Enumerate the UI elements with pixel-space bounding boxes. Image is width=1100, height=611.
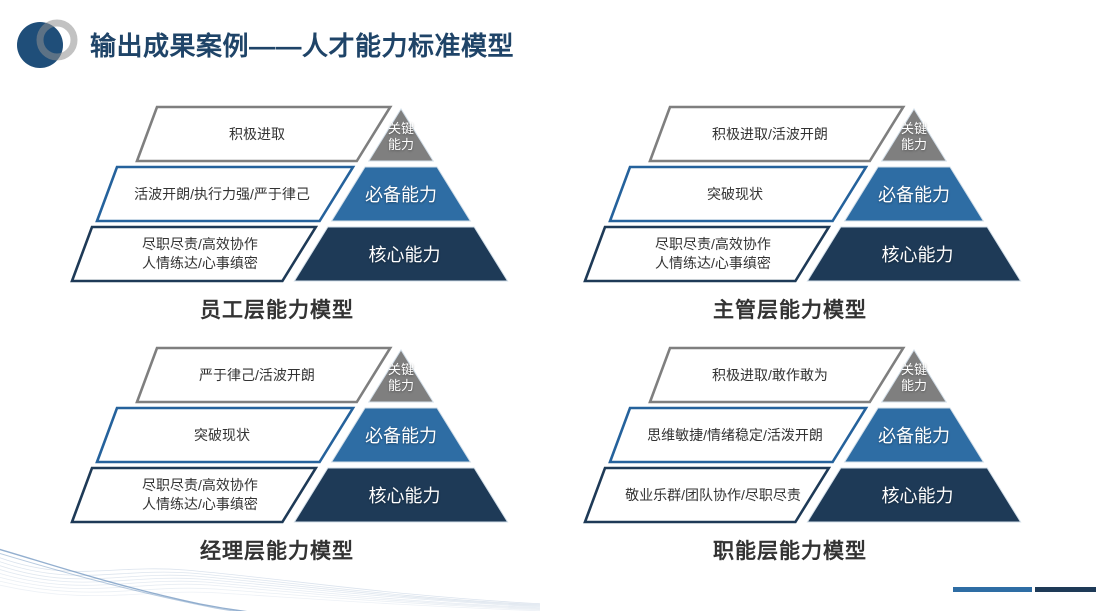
pyramid-graphic	[70, 346, 509, 524]
row-line: 思维敏捷/情绪稳定/活泼开朗	[647, 426, 823, 443]
core-ability-label: 核心能力	[881, 486, 954, 506]
key-label-line: 关键	[387, 362, 414, 377]
pyramid-function: 积极进取/敢作敢为 思维敏捷/情绪稳定/活泼开朗 敬业乐群/团队协作/尽职尽责 …	[580, 345, 1040, 571]
row-core-text: 尽职尽责/高效协作人情练达/心事缜密	[85, 227, 315, 281]
row-line: 敬业乐群/团队协作/尽职尽责	[625, 486, 801, 503]
row-required-text: 活波开朗/执行力强/严于律己	[107, 167, 337, 221]
pyramid-graphic	[70, 105, 509, 283]
key-ability-label: 关键能力	[884, 114, 944, 160]
footer-accent-navy	[1035, 587, 1096, 592]
key-label-line: 关键	[900, 121, 927, 136]
row-line: 突破现状	[194, 426, 250, 443]
slide-header: 输出成果案例——人才能力标准模型	[0, 0, 1100, 90]
key-ability-label: 关键能力	[371, 114, 431, 160]
required-ability-label: 必备能力	[878, 185, 950, 205]
pyramid-caption: 职能层能力模型	[713, 540, 867, 563]
required-ability-label: 必备能力	[365, 185, 437, 205]
core-ability-label: 核心能力	[368, 486, 441, 506]
key-label-line: 能力	[900, 378, 927, 393]
row-line: 人情练达/心事缜密	[142, 496, 258, 512]
pyramid-employee: 积极进取 活波开朗/执行力强/严于律己 尽职尽责/高效协作人情练达/心事缜密 关…	[67, 104, 527, 330]
row-line: 严于律己/活波开朗	[199, 366, 315, 383]
pyramid-caption: 主管层能力模型	[713, 299, 867, 322]
key-label-line: 关键	[900, 362, 927, 377]
key-label-line: 能力	[387, 137, 414, 152]
row-key-text: 严于律己/活波开朗	[142, 348, 372, 402]
row-line: 积极进取/敢作敢为	[712, 366, 828, 383]
row-line: 尽职尽责/高效协作	[655, 236, 771, 252]
row-line: 活波开朗/执行力强/严于律己	[134, 185, 310, 202]
row-line: 积极进取/活波开朗	[712, 125, 828, 142]
core-ability-label: 核心能力	[368, 245, 441, 265]
pyramid-manager: 严于律己/活波开朗 突破现状 尽职尽责/高效协作人情练达/心事缜密 关键能力 必…	[67, 345, 527, 571]
page-title: 输出成果案例——人才能力标准模型	[90, 31, 515, 61]
overlapping-circles-logo-icon	[17, 19, 78, 68]
row-required-text: 思维敏捷/情绪稳定/活泼开朗	[620, 408, 850, 462]
key-label-line: 能力	[387, 378, 414, 393]
key-ability-label: 关键能力	[371, 355, 431, 401]
row-line: 积极进取	[229, 125, 285, 142]
row-line: 人情练达/心事缜密	[655, 255, 771, 271]
wave-decoration	[0, 548, 540, 611]
row-core-text: 敬业乐群/团队协作/尽职尽责	[598, 468, 828, 522]
required-ability-label: 必备能力	[878, 426, 950, 446]
row-required-text: 突破现状	[107, 408, 337, 462]
row-line: 尽职尽责/高效协作	[142, 477, 258, 493]
key-label-line: 能力	[900, 137, 927, 152]
pyramid-graphic	[583, 105, 1022, 283]
row-required-text: 突破现状	[620, 167, 850, 221]
row-line: 突破现状	[707, 185, 763, 202]
row-key-text: 积极进取	[142, 107, 372, 161]
row-line: 人情练达/心事缜密	[142, 255, 258, 271]
key-ability-label: 关键能力	[884, 355, 944, 401]
footer-accent-blue	[953, 587, 1032, 592]
row-core-text: 尽职尽责/高效协作人情练达/心事缜密	[85, 468, 315, 522]
core-ability-label: 核心能力	[881, 245, 954, 265]
key-label-line: 关键	[387, 121, 414, 136]
pyramid-supervisor: 积极进取/活波开朗 突破现状 尽职尽责/高效协作人情练达/心事缜密 关键能力 必…	[580, 104, 1040, 330]
row-line: 尽职尽责/高效协作	[142, 236, 258, 252]
row-core-text: 尽职尽责/高效协作人情练达/心事缜密	[598, 227, 828, 281]
required-ability-label: 必备能力	[365, 426, 437, 446]
pyramid-caption: 员工层能力模型	[200, 299, 354, 322]
row-key-text: 积极进取/敢作敢为	[655, 348, 885, 402]
pyramid-caption: 经理层能力模型	[200, 540, 354, 563]
row-key-text: 积极进取/活波开朗	[655, 107, 885, 161]
pyramid-graphic	[583, 346, 1022, 524]
